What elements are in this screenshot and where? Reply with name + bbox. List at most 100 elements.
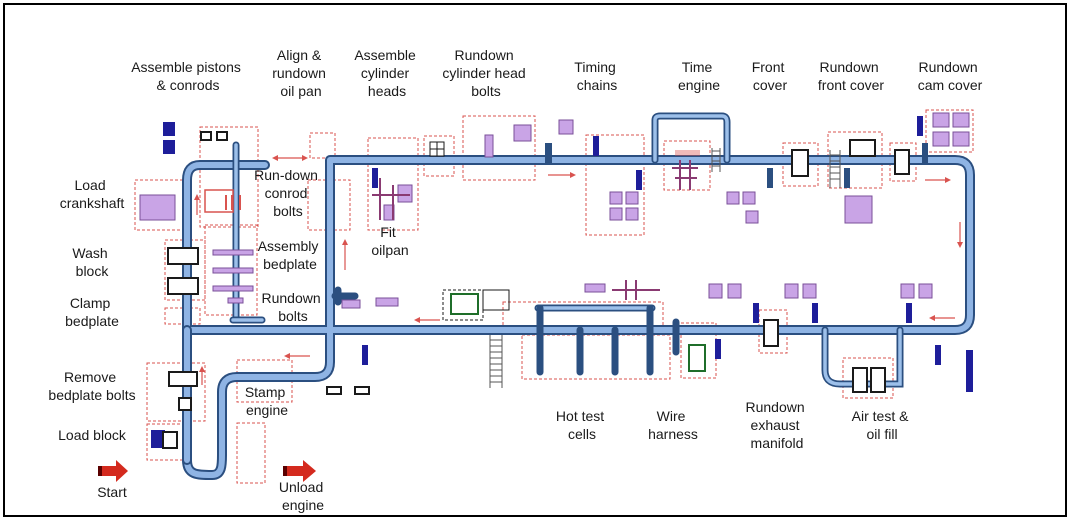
operator-10 <box>906 303 912 323</box>
zone-head-bolts <box>462 115 536 181</box>
operator-6 <box>917 116 923 136</box>
right-part-6 <box>918 283 933 299</box>
head-bolt-block-a <box>484 134 494 158</box>
right-part-1 <box>708 283 723 299</box>
station-labels: Assemble pistons & conrods Align & rundo… <box>48 47 982 513</box>
operator-12 <box>966 350 973 392</box>
zone-cam-cover-parts <box>925 109 974 153</box>
head-bolt-block-b <box>513 124 532 142</box>
crankshaft-equipment <box>139 194 176 221</box>
load-block-station <box>151 430 165 448</box>
heads-fixture <box>372 178 410 220</box>
label-rundown-bolts: Rundown bolts <box>261 290 324 324</box>
small-box-4 <box>354 386 370 395</box>
head-cover-grid-lines <box>430 142 444 156</box>
bolts-bar-b <box>375 297 399 307</box>
cam-cover-machine <box>894 149 910 175</box>
operator-9 <box>812 303 818 323</box>
arrow-left-side <box>194 194 200 215</box>
arrow-top-right <box>925 177 951 183</box>
air-test-machine-1 <box>852 367 868 393</box>
label-air-test-oil-fill: Air test & oil fill <box>852 408 913 442</box>
wire-harness-machine <box>688 344 706 372</box>
hot-test-header <box>482 289 510 311</box>
zone-cylinder-heads <box>367 137 419 231</box>
label-front-cover: Front cover <box>752 59 789 93</box>
operators <box>151 116 973 448</box>
front-cover-machine <box>791 149 809 177</box>
cam-cover-parts-2 <box>952 112 970 128</box>
pipe-stub-4 <box>922 143 928 165</box>
label-stamp-engine: Stamp engine <box>245 384 289 418</box>
start-arrow <box>98 460 128 482</box>
hot-test-bar <box>584 283 606 293</box>
exhaust-manifold-machine <box>763 319 779 347</box>
bedplate-bar-3 <box>212 285 254 292</box>
pipe-stub-1 <box>545 143 552 165</box>
zone-time-engine <box>663 140 711 191</box>
arrow-left-up <box>342 239 348 270</box>
crank-fixture <box>225 195 241 210</box>
label-rundown-exhaust-manifold: Rundown exhaust manifold <box>745 399 808 451</box>
time-engine-part-2 <box>742 191 756 205</box>
zone-remove-bolts <box>146 362 206 422</box>
small-box-2 <box>216 131 228 141</box>
timing-grid-4 <box>625 207 639 221</box>
cam-cover-parts-3 <box>932 131 950 147</box>
load-block-machine <box>162 431 178 449</box>
timing-grid-3 <box>609 207 623 221</box>
zone-bedplate <box>204 224 258 316</box>
zone-timing-chains <box>585 134 645 236</box>
front-cover-ladder <box>829 150 841 188</box>
small-box-1 <box>200 131 212 141</box>
label-load-block: Load block <box>58 427 127 443</box>
fit-oilpan-machine <box>450 293 479 315</box>
zone-oil-pan <box>309 132 336 159</box>
label-clamp-bedplate: Clamp bedplate <box>65 295 119 329</box>
label-wire-harness: Wire harness <box>648 408 698 442</box>
arrow-bottom-right <box>929 315 955 321</box>
arrow-top-mid <box>548 172 576 178</box>
zone-air-test <box>842 357 894 399</box>
operator-2 <box>163 140 175 154</box>
timing-grid-1 <box>609 191 623 205</box>
arrow-stamp <box>284 353 310 359</box>
air-test-machine-2 <box>870 367 886 393</box>
cam-cover-parts-1 <box>932 112 950 128</box>
bolts-bar-a <box>341 299 361 309</box>
right-part-2 <box>727 283 742 299</box>
small-box-3 <box>326 386 342 395</box>
operator-8 <box>753 303 759 323</box>
wash-machine-1 <box>167 247 199 265</box>
label-rundown-head-bolts: Rundown cylinder head bolts <box>442 47 529 99</box>
heads-block-a <box>397 184 413 203</box>
zone-unload <box>236 422 266 484</box>
bedplate-bar-4 <box>227 297 244 304</box>
remove-bolts-machine <box>168 371 198 387</box>
label-load-crankshaft: Load crankshaft <box>60 177 125 211</box>
fixtures <box>204 143 928 388</box>
pipe-stub-2 <box>767 168 773 188</box>
right-part-3 <box>784 283 799 299</box>
label-start: Start <box>97 484 127 500</box>
zone-hot-test <box>521 334 671 380</box>
bedplate-bar-1 <box>212 249 254 256</box>
timing-block-top <box>558 119 574 135</box>
time-engine-plate <box>675 150 700 156</box>
machines <box>162 131 910 449</box>
label-time-engine: Time engine <box>678 59 720 93</box>
label-remove-bedplate-bolts: Remove bedplate bolts <box>48 369 135 403</box>
bedplate-bar-2 <box>212 267 254 274</box>
zone-crank-area <box>199 126 259 228</box>
label-fit-oilpan: Fit oilpan <box>371 224 408 258</box>
operator-4 <box>593 136 599 156</box>
time-engine-ladder <box>711 148 721 172</box>
zone-hot-test-upper <box>502 301 664 327</box>
front-cover-block <box>844 195 873 224</box>
label-rundown-conrod-bolts: Run-down conrod bolts <box>254 167 322 219</box>
flow-arrows <box>194 155 963 385</box>
label-unload-engine: Unload engine <box>279 479 327 513</box>
time-engine-part-1 <box>726 191 740 205</box>
label-wash-block: Wash block <box>72 245 111 279</box>
timing-grid-2 <box>625 191 639 205</box>
